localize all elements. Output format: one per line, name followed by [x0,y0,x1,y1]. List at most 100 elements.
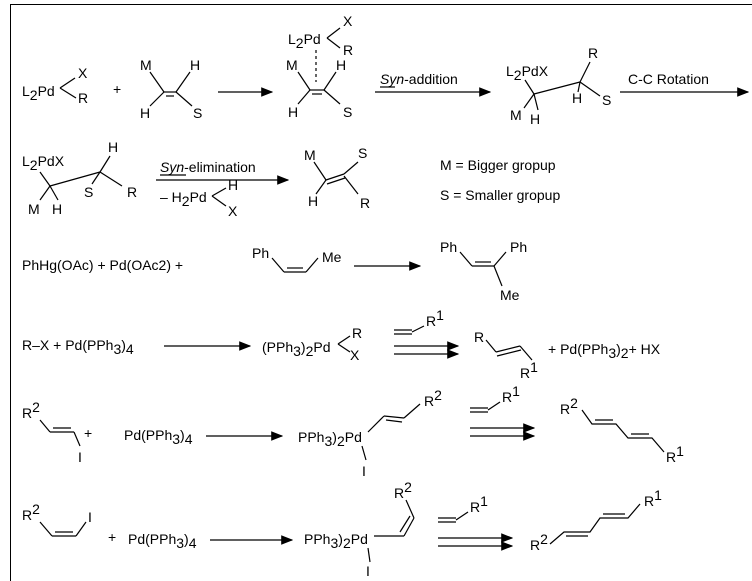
bond [399,515,411,533]
h-label: H [308,193,318,209]
bond [175,91,193,107]
bond [39,419,51,433]
bond [523,93,535,109]
bond [326,37,341,49]
bond [496,349,522,357]
bond [459,251,473,267]
h-label: H [288,104,298,120]
pd-complex-label: PPh3)2Pd [304,531,368,551]
bond [383,415,405,419]
i-label: I [78,449,82,465]
bond [524,79,535,95]
heck-products: + Pd(PPh3)2+ HX [548,341,661,361]
bond [385,419,403,423]
row-4: R–X + Pd(PPh3)4 (PPh3)2Pd R X R1 R R1 + … [22,307,661,381]
s-label: S [602,92,611,108]
r-label: R [343,42,353,58]
bond [577,81,581,93]
r1-label: R1 [470,493,488,515]
bond [403,403,421,419]
row-3: PhHg(OAc) + Pd(OAc2) + Ph Me Ph Ph Me [22,239,527,303]
r-label: R [474,329,484,345]
pd-reagent: Pd(PPh3)4 [124,427,193,447]
bond [149,91,165,107]
cc-rotation-label: C-C Rotation [628,71,709,87]
bond [39,521,53,537]
row-5: R2 I + Pd(PPh3)4 PPh3)2Pd R2 I R1 R2 R1 [22,383,684,479]
h-label: H [190,57,200,73]
r2-label: R2 [560,395,578,417]
syn-elimination-label: Syn-elimination [160,159,256,175]
bond [579,61,591,83]
bond [99,171,123,187]
bond [326,27,341,39]
r1-label: R1 [426,307,444,329]
l2pdx-label: L2PdX [22,153,65,173]
bond [455,511,469,521]
l2pdx-label: L2PdX [506,63,549,83]
r1-label: R1 [502,383,520,405]
m-definition: M = Bigger gropup [440,157,556,173]
h-label: H [572,90,582,106]
r-label: R [588,45,598,61]
l2pd-label: L2Pd [288,31,321,51]
pd-reagent: Pd(PPh3)4 [128,531,197,551]
bond [337,335,351,345]
plus-sign: + [108,529,116,545]
syn-addition-label: Syn-addition [380,71,458,87]
bond [211,195,227,207]
bond [325,173,345,181]
ph-label: Ph [440,239,457,255]
r-label: R [352,325,362,341]
bond [49,185,59,201]
bond [297,89,311,105]
bond [326,177,346,185]
r2-label: R2 [424,387,442,409]
elimination-byproduct: – H2Pd [160,189,207,209]
bond [39,185,51,201]
r1-label: R1 [644,487,662,509]
i-label: I [366,563,370,579]
bond [73,431,81,447]
r-label: R [360,195,370,211]
x-label: X [343,13,353,29]
x-label: X [228,203,238,219]
bond [323,89,341,105]
row-1: L2Pd X R + M H H S L2Pd X R M H H S [22,13,750,127]
i-label: I [88,509,92,525]
bond [493,265,503,287]
s-label: S [343,104,352,120]
bond [367,415,385,433]
bond [403,517,415,537]
r1-label: R1 [520,359,538,381]
bond [495,345,521,353]
h-label: H [336,57,346,73]
bond [149,71,165,93]
bond [315,179,327,195]
bond [361,445,367,461]
bond [323,71,337,91]
plus-sign: + [84,425,92,441]
bond [493,251,507,267]
bond [175,71,191,93]
bond [59,77,76,89]
m-label: M [286,57,298,73]
bond [39,171,51,187]
bond [211,187,227,197]
bond [579,81,601,97]
row-6: R2 I + Pd(PPh3)4 PPh3)2Pd R2 I R1 R2 R1 [22,479,662,579]
bond [91,171,101,185]
plus-sign: + [113,81,121,97]
me-label: Me [322,249,342,265]
diene-chain [549,503,641,545]
bond [271,257,285,273]
r2-label: R2 [530,531,548,553]
bond [411,325,425,333]
h-label: H [140,105,150,121]
bond [343,161,359,175]
r1-label: R1 [666,443,684,465]
reagents-text: PhHg(OAc) + Pd(OAc2) + [22,257,183,273]
s-label: S [358,145,367,161]
bond [343,175,359,195]
